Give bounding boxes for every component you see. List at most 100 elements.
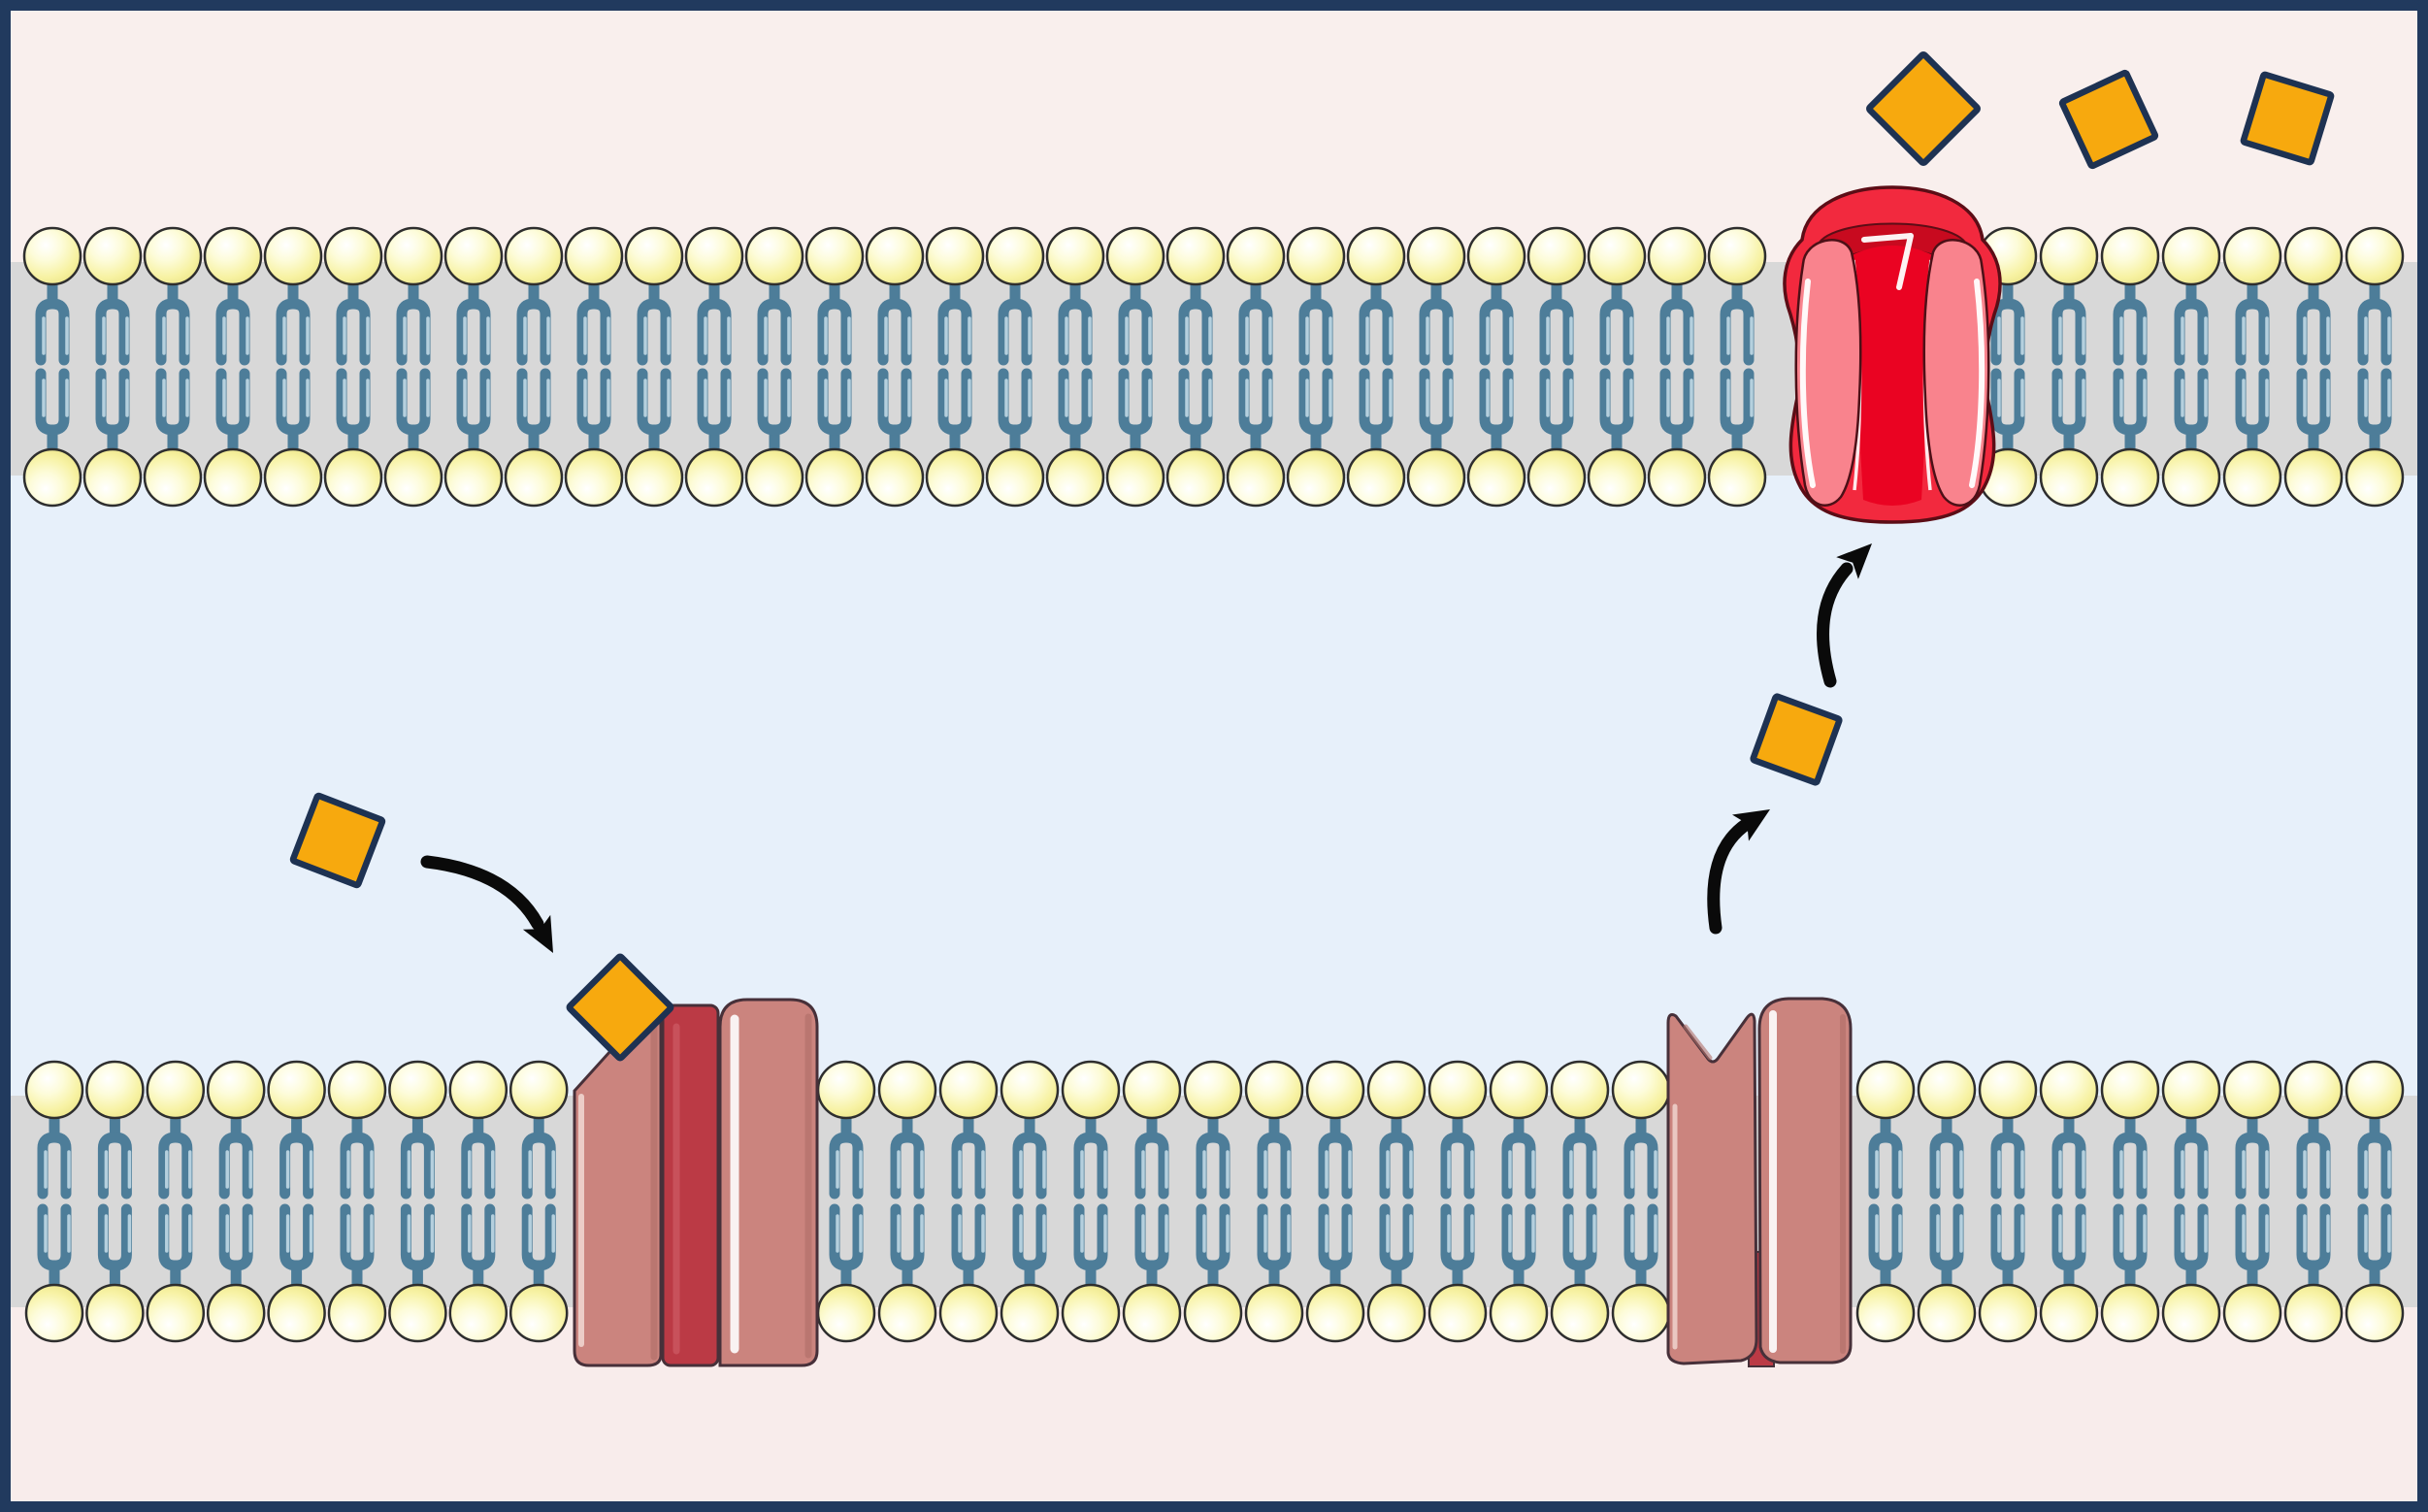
phospholipid-head (85, 1060, 145, 1120)
phospholipid (448, 1203, 509, 1343)
phospholipid-head (1045, 447, 1105, 508)
phospholipid (1122, 1060, 1182, 1200)
phospholipid-tail-fork (1298, 368, 1333, 436)
phospholipid-head (82, 447, 143, 508)
carrier-notch-shadow (1683, 1024, 1713, 1061)
phospholipid-tail-highlight (1065, 378, 1092, 417)
phospholipid-tail-fork (1196, 1203, 1230, 1271)
phospholipid-tail-highlight (104, 1150, 132, 1189)
phospholipid-tail-highlight (2364, 378, 2391, 417)
phospholipid-tail-highlight (1936, 1150, 1963, 1189)
phospholipid-tail-highlight (1365, 378, 1393, 417)
phospholipid-tail-fork (340, 1203, 375, 1271)
phospholipid (1346, 368, 1406, 508)
phospholipid-tail-highlight (528, 1150, 555, 1189)
phospholipid-tail-highlight (523, 378, 550, 417)
phospholipid-tail-fork (2296, 368, 2331, 436)
phospholipid-tail-fork (1058, 368, 1093, 436)
phospholipid (1286, 226, 1346, 366)
phospholipid (2161, 1060, 2221, 1200)
phospholipid-head (2283, 226, 2344, 286)
phospholipid-tail-fork (1659, 298, 1694, 366)
phospholipid-tail-fork (998, 368, 1033, 436)
phospholipid-tail-highlight (897, 1150, 924, 1189)
phospholipid-tail-fork (951, 1132, 986, 1200)
phospholipid-tail-fork (456, 368, 491, 436)
arrow-carrier-release-shaft (1707, 817, 1754, 935)
phospholipid-tail-highlight (2058, 1214, 2085, 1253)
phospholipid (2039, 1203, 2099, 1343)
phospholipid-tail-fork (637, 298, 672, 366)
phospholipid-tail-highlight (2119, 378, 2147, 417)
phospholipid-tail-fork (2113, 298, 2148, 366)
phospholipid (564, 226, 624, 366)
channel-lobe-right-highlight (1969, 279, 1985, 488)
phospholipid (1226, 226, 1286, 366)
phospholipid-tail-highlight (2058, 378, 2085, 417)
phospholipid-tail-highlight (104, 1214, 132, 1253)
phospholipid-tail-fork (2357, 368, 2392, 436)
phospholipid-tail-fork (817, 298, 852, 366)
phospholipid-head (2222, 226, 2282, 286)
channel-pore (1850, 246, 1935, 506)
phospholipid-head (1244, 1283, 1304, 1343)
phospholipid-tail-fork (456, 298, 491, 366)
phospholipid-head (22, 447, 82, 508)
phospholipid-tail-fork (1178, 368, 1213, 436)
phospholipid-head (509, 1060, 569, 1120)
phospholipid-tail-fork (576, 298, 611, 366)
phospholipid-tail-highlight (162, 378, 189, 417)
phospholipid-tail-fork (1624, 1132, 1658, 1200)
phospholipid-tail-fork (2235, 298, 2270, 366)
phospholipid-tail-highlight (343, 378, 370, 417)
phospholipid-tail-highlight (42, 378, 69, 417)
phospholipid-tail-fork (35, 368, 70, 436)
phospholipid-tail-highlight (1245, 378, 1272, 417)
phospholipid-head (146, 1060, 206, 1120)
phospholipid-tail-fork (35, 298, 70, 366)
phospholipid-tail-highlight (2181, 1150, 2208, 1189)
phospholipid-tail-highlight (1305, 378, 1332, 417)
phospholipid-head (624, 226, 684, 286)
phospholipid-tail-highlight (1263, 1150, 1291, 1189)
phospholipid-tail-highlight (1997, 316, 2024, 355)
phospholipid-tail-fork (1868, 1203, 1903, 1271)
phospholipid (1587, 368, 1647, 508)
phospholipid (1526, 368, 1587, 508)
phospholipid-tail-fork (1118, 368, 1153, 436)
phospholipid-tail-fork (1118, 298, 1153, 366)
open-channel-protein (1783, 185, 2002, 524)
phospholipid (206, 1203, 266, 1343)
channel-lobe-left (1794, 238, 1862, 508)
carrier-pore (661, 1003, 720, 1367)
phospholipid-tail-fork (1238, 368, 1273, 436)
phospholipid (267, 1203, 326, 1343)
phospholipid-tail-fork (951, 1203, 986, 1271)
phospholipid (1550, 1203, 1610, 1343)
phospholipid-head (1587, 226, 1647, 286)
phospholipid-tail-fork (158, 1203, 193, 1271)
phospholipid-tail-highlight (1997, 1150, 2024, 1189)
phospholipid (1122, 1203, 1182, 1343)
phospholipid-tail-highlight (1325, 1214, 1352, 1253)
phospholipid (1366, 1203, 1427, 1343)
phospholipid-head (448, 1060, 509, 1120)
phospholipid (146, 1203, 206, 1343)
phospholipid-tail-highlight (2303, 1214, 2330, 1253)
phospholipid-head (877, 1283, 937, 1343)
phospholipid (2222, 226, 2282, 366)
phospholipid-tail-fork (1479, 368, 1514, 436)
phospholipid (2222, 1060, 2282, 1200)
phospholipid-tail-fork (1720, 298, 1755, 366)
phospholipid-tail-fork (95, 368, 130, 436)
phospholipid-tail-highlight (222, 378, 249, 417)
phospholipid-tail-highlight (1185, 378, 1212, 417)
phospholipid (865, 368, 925, 508)
phospholipid (2039, 368, 2099, 508)
phospholipid-tail-highlight (1630, 1214, 1657, 1253)
phospholipid-head (2283, 447, 2344, 508)
solute-released-3 (2240, 71, 2335, 166)
phospholipid-tail-fork (1379, 1203, 1414, 1271)
phospholipid-head (1000, 1283, 1060, 1343)
